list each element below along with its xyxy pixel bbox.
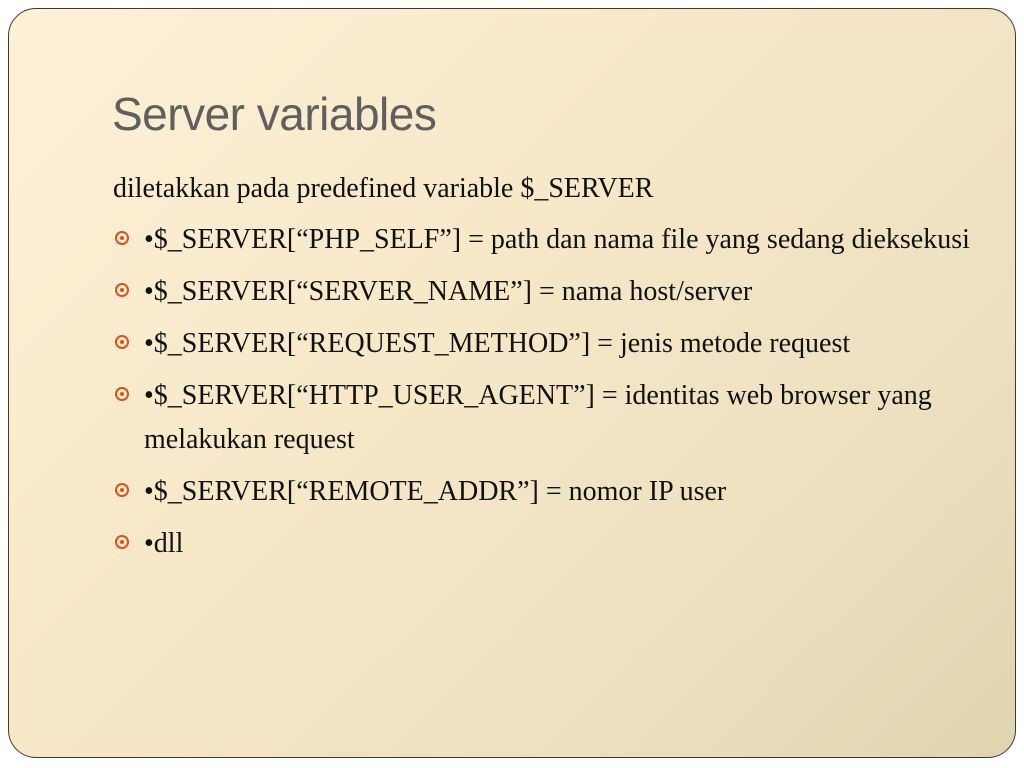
list-item: •$_SERVER[“PHP_SELF”] = path dan nama fi… <box>113 218 973 262</box>
slide-body: diletakkan pada predefined variable $_SE… <box>113 169 973 574</box>
list-item: •dll <box>113 522 973 566</box>
circle-bullet-icon <box>115 335 129 349</box>
list-item-text: •$_SERVER[“REQUEST_METHOD”] = jenis meto… <box>144 328 851 359</box>
slide-title: Server variables <box>112 88 437 140</box>
list-item: •$_SERVER[“SERVER_NAME”] = nama host/ser… <box>113 270 973 314</box>
circle-bullet-icon <box>115 387 129 401</box>
list-item-text: •$_SERVER[“PHP_SELF”] = path dan nama fi… <box>144 224 970 255</box>
circle-bullet-icon <box>115 535 129 549</box>
list-item-text: •dll <box>144 528 184 559</box>
list-item: •$_SERVER[“REQUEST_METHOD”] = jenis meto… <box>113 322 973 366</box>
bullet-list: •$_SERVER[“PHP_SELF”] = path dan nama fi… <box>113 218 973 566</box>
slide: Server variables diletakkan pada predefi… <box>8 8 1016 758</box>
intro-text: diletakkan pada predefined variable $_SE… <box>113 173 654 204</box>
list-item: •$_SERVER[“HTTP_USER_AGENT”] = identitas… <box>113 374 973 462</box>
list-item-text: •$_SERVER[“REMOTE_ADDR”] = nomor IP user <box>144 476 727 507</box>
circle-bullet-icon <box>115 231 129 245</box>
list-item-text: •$_SERVER[“SERVER_NAME”] = nama host/ser… <box>144 276 753 307</box>
list-item-text: •$_SERVER[“HTTP_USER_AGENT”] = identitas… <box>144 380 932 455</box>
circle-bullet-icon <box>115 283 129 297</box>
list-item: •$_SERVER[“REMOTE_ADDR”] = nomor IP user <box>113 470 973 514</box>
circle-bullet-icon <box>115 483 129 497</box>
